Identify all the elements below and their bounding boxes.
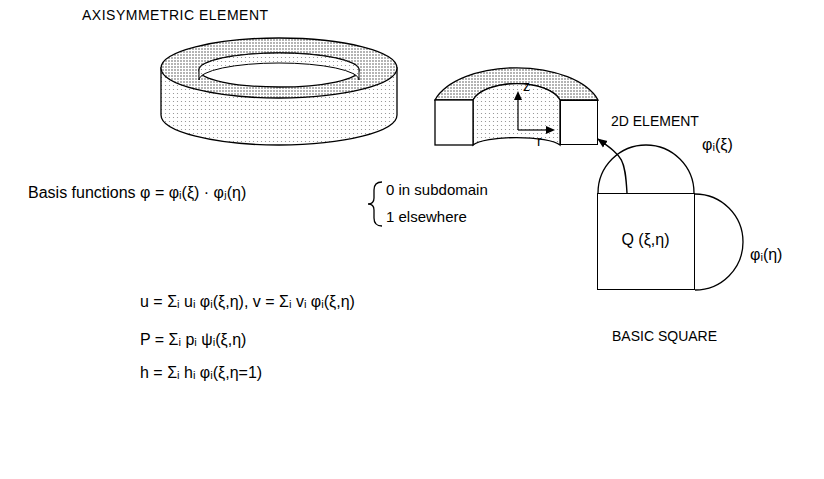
equation: h = Σᵢ hᵢ φᵢ(ξ,η=1) (140, 364, 262, 382)
basis-function-curves (598, 145, 743, 290)
diagram-title: AXISYMMETRIC ELEMENT (82, 7, 269, 23)
function-label: φᵢ(η) (750, 246, 782, 264)
element-label: 2D ELEMENT (611, 113, 699, 129)
brace (368, 182, 382, 226)
element-box: 2D ELEMENT (560, 100, 598, 145)
function-label: φᵢ(ξ) (702, 136, 733, 154)
mapping-arrow (598, 139, 627, 193)
ring-illustration (161, 38, 397, 145)
formula-text: Basis functions φ = φᵢ(ξ) · φⱼ(η) (28, 184, 246, 202)
axis-label: z (523, 78, 530, 94)
basic-square: Q (ξ,η) (597, 193, 695, 290)
axis-label: r (537, 133, 542, 149)
equation: P = Σᵢ pᵢ ψᵢ(ξ,η) (140, 331, 246, 349)
node-text: Q (ξ,η) (621, 231, 669, 249)
case-text: 0 in subdomain (386, 181, 488, 198)
equation: u = Σᵢ uᵢ φᵢ(ξ,η), v = Σᵢ vᵢ φᵢ(ξ,η) (140, 293, 355, 311)
case-text: 1 elsewhere (386, 208, 467, 225)
half-ring-illustration (435, 68, 598, 145)
figure-label: BASIC SQUARE (612, 328, 717, 344)
